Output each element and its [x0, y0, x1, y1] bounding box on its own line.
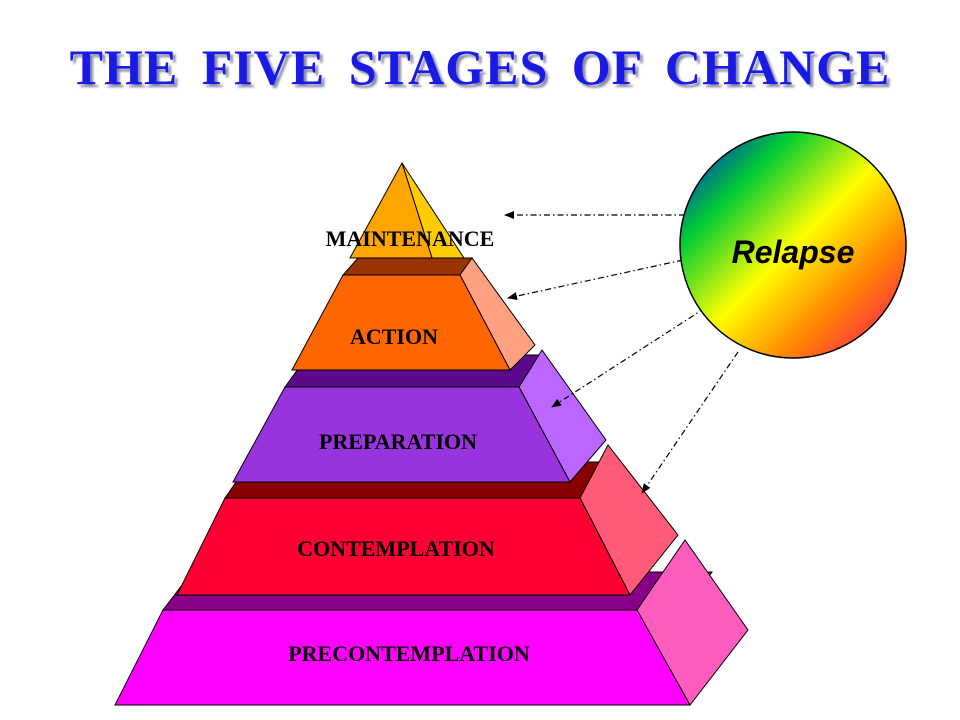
relapse-label: Relapse	[732, 234, 855, 270]
label-maintenance: MAINTENANCE	[326, 226, 495, 251]
arrow-to-preparation	[551, 307, 706, 408]
relapse-circle: Relapse	[679, 131, 907, 359]
arrow-to-contemplation	[641, 351, 739, 494]
label-precontemplation: PRECONTEMPLATION	[288, 641, 530, 666]
diagram-title: THE FIVE STAGES OF CHANGE	[69, 39, 891, 95]
label-action: ACTION	[350, 324, 438, 349]
label-preparation: PREPARATION	[319, 429, 477, 454]
label-contemplation: CONTEMPLATION	[297, 536, 495, 561]
stage-action	[291, 257, 536, 371]
stage-maintenance	[349, 161, 465, 259]
arrow-to-action	[507, 259, 684, 300]
relapse-arrows	[504, 211, 739, 494]
